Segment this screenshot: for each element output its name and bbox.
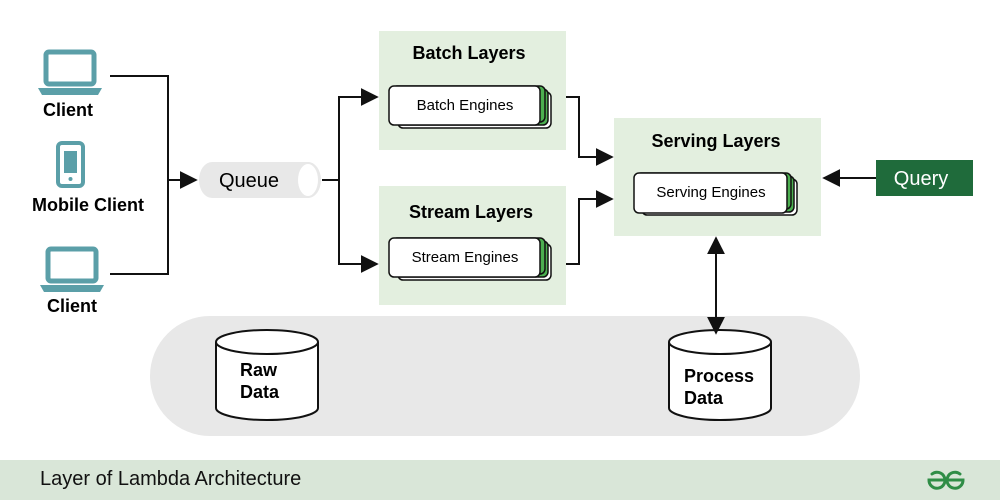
process-data-line1: Process xyxy=(684,366,754,386)
process-data-cylinder: Process Data xyxy=(668,329,772,421)
stream-layer-title: Stream Layers xyxy=(409,202,533,222)
batch-engines-label: Batch Engines xyxy=(417,97,514,114)
stream-layer: Stream Layers Stream Engines xyxy=(379,186,566,305)
diagram-canvas: Raw Data Process Data Client Mobile Clie… xyxy=(32,31,973,436)
client-label-bottom: Client xyxy=(47,296,97,316)
client-laptop-bottom: Client xyxy=(40,246,104,316)
footer-bar: Layer of Lambda Architecture xyxy=(0,460,1000,500)
raw-data-line2: Data xyxy=(240,382,280,402)
queue: Queue xyxy=(199,162,321,198)
serving-layer: Serving Layers Serving Engines xyxy=(614,118,821,236)
client-mobile: Mobile Client xyxy=(32,141,144,215)
laptop-icon xyxy=(40,246,104,292)
raw-data-line1: Raw xyxy=(240,360,278,380)
serving-layer-title: Serving Layers xyxy=(651,131,780,151)
serving-engines-label: Serving Engines xyxy=(656,184,765,201)
queue-label: Queue xyxy=(219,170,279,192)
serving-engines-stack: Serving Engines xyxy=(633,172,798,216)
client-label-top: Client xyxy=(43,100,93,120)
footer-title: Layer of Lambda Architecture xyxy=(40,468,302,490)
query-label: Query xyxy=(894,168,948,190)
laptop-icon xyxy=(38,49,102,95)
stream-engines-label: Stream Engines xyxy=(412,249,519,266)
query-box: Query xyxy=(822,160,973,196)
layer-connectors xyxy=(566,96,614,265)
raw-data-cylinder: Raw Data xyxy=(215,329,319,421)
client-connectors xyxy=(110,75,198,275)
gfg-logo-icon xyxy=(927,470,965,490)
mobile-phone-icon xyxy=(56,141,85,188)
client-label-mobile: Mobile Client xyxy=(32,195,144,215)
stream-engines-stack: Stream Engines xyxy=(388,237,552,281)
queue-connectors xyxy=(322,88,379,273)
process-data-line2: Data xyxy=(684,388,724,408)
batch-engines-stack: Batch Engines xyxy=(388,85,552,129)
batch-layer-title: Batch Layers xyxy=(412,43,525,63)
client-laptop-top: Client xyxy=(38,49,102,120)
batch-layer: Batch Layers Batch Engines xyxy=(379,31,566,150)
